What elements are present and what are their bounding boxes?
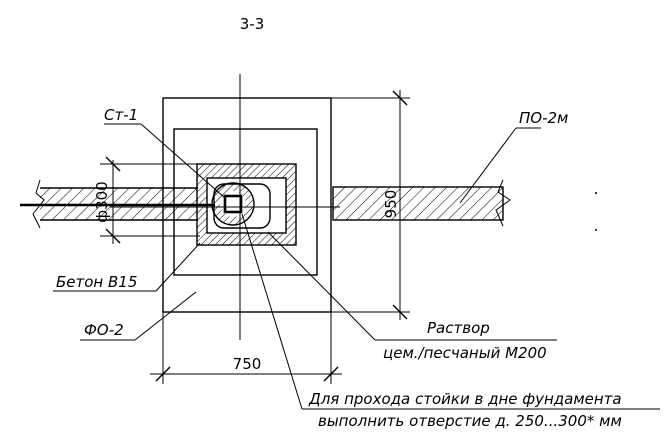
label-beton: Бетон В15 [56, 273, 137, 291]
leader-rastvor [267, 231, 557, 341]
post [223, 194, 243, 214]
label-rastvor: Раствор [427, 319, 490, 337]
note-line2: выполнить отверстие д. 250...300* мм [318, 412, 622, 430]
dim-diameter-label: ф300 [93, 181, 111, 222]
dim-diameter [100, 156, 200, 244]
mortar-ring [196, 163, 297, 246]
dim-height [331, 90, 410, 320]
label-st1: Ст-1 [104, 106, 138, 124]
leader-note [241, 213, 660, 410]
leader-po2m [459, 127, 541, 204]
pipe-right [332, 179, 511, 227]
dot [595, 229, 597, 231]
label-fo2: ФО-2 [84, 321, 124, 339]
dot [595, 192, 597, 194]
section-title: 3-3 [240, 15, 265, 33]
note-line1: Для прохода стойки в дне фундамента [308, 390, 622, 408]
dim-height-label: 950 [382, 190, 400, 219]
leader-st1 [104, 123, 226, 199]
leader-fo2 [80, 291, 197, 341]
dim-width-label: 750 [233, 355, 262, 373]
label-po2m: ПО-2м [519, 109, 568, 127]
label-rastvor-type: цем./песчаный М200 [383, 344, 547, 362]
leader-beton [53, 242, 201, 292]
dim-width [150, 312, 342, 384]
